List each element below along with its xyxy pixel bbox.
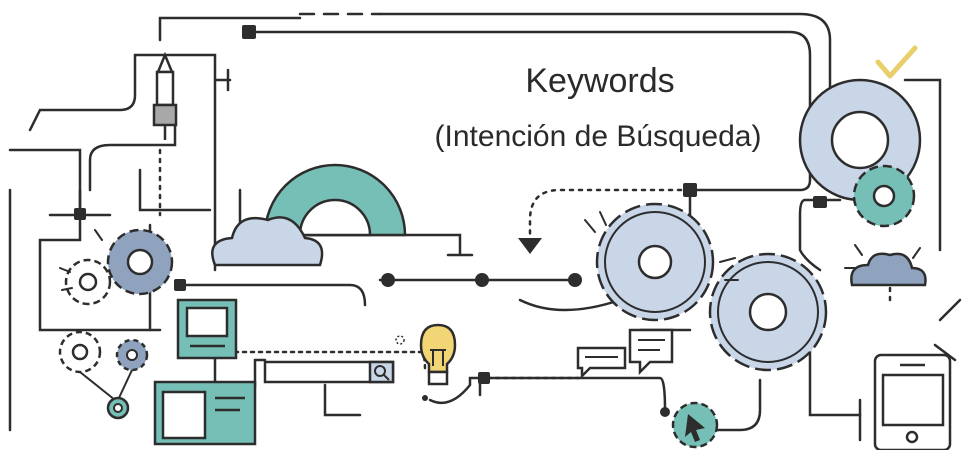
pencil-icon — [152, 51, 178, 140]
page-subtitle: (Intención de Búsqueda) — [434, 120, 762, 153]
gear-icon — [595, 202, 715, 322]
gear-icon — [708, 252, 828, 372]
monitor-icon — [176, 298, 238, 360]
gear-icon — [64, 228, 174, 306]
cloud-icon — [211, 216, 324, 267]
smartphone-icon — [873, 353, 952, 450]
gear-icon — [852, 164, 916, 228]
gear-icon — [263, 163, 407, 237]
page-title: Keywords — [525, 62, 675, 100]
monitor-icon — [153, 380, 257, 446]
checkmark-icon — [875, 45, 918, 79]
gear-icon — [58, 330, 149, 420]
cloud-icon — [850, 252, 927, 287]
cursor-icon — [671, 401, 719, 449]
lightbulb-icon — [395, 323, 457, 386]
chat-bubble-icon — [576, 328, 674, 380]
search-bar-icon — [263, 360, 395, 384]
